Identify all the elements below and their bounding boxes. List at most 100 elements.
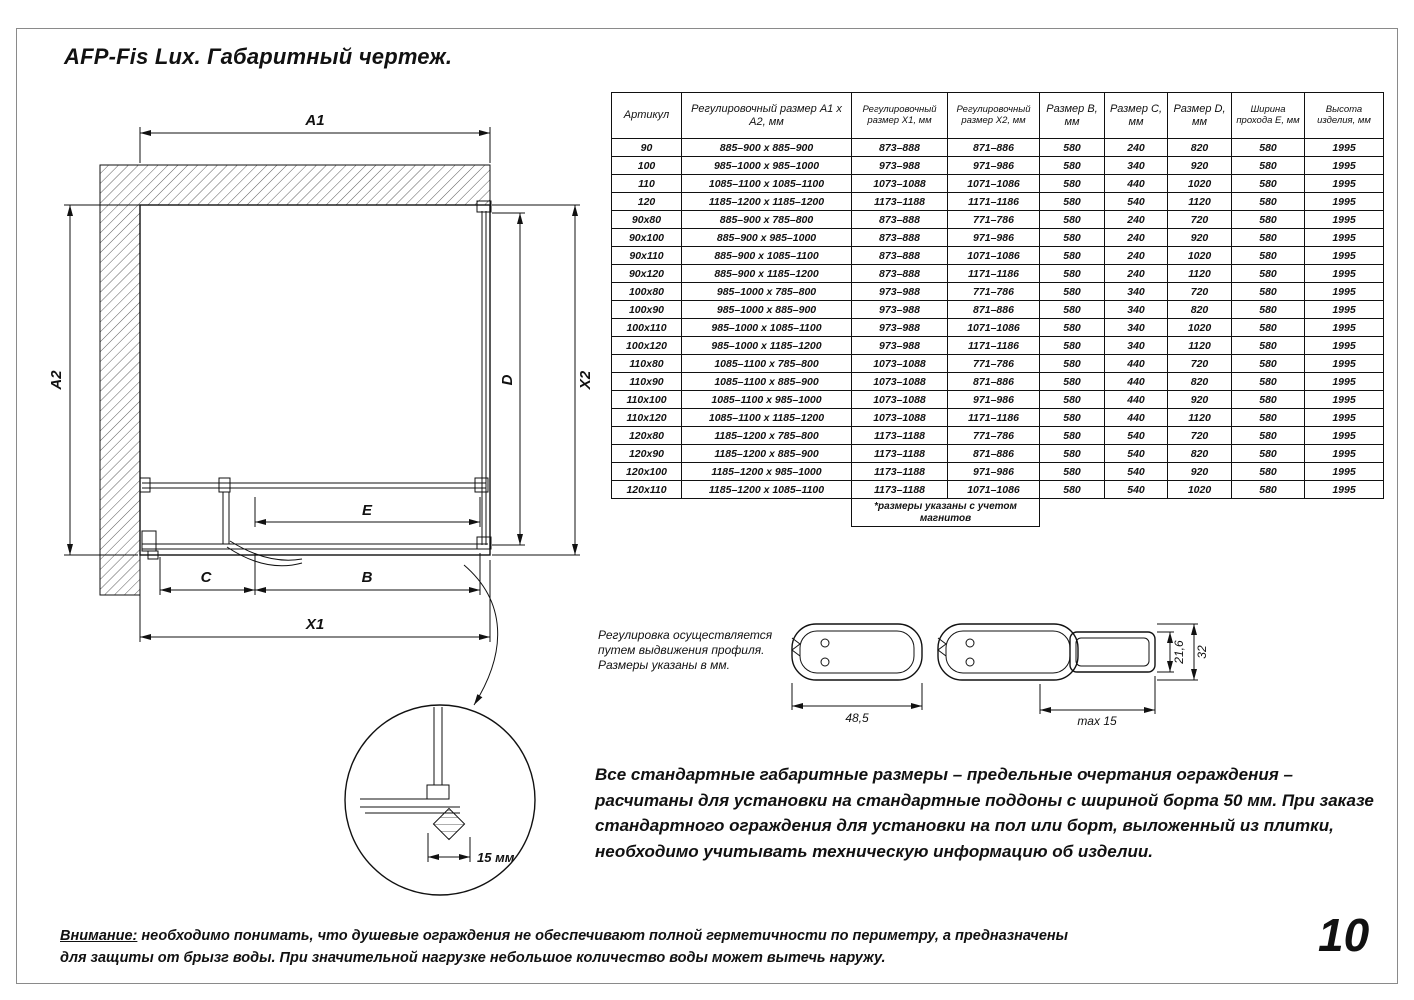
svg-text:21,6: 21,6: [1172, 640, 1186, 665]
table-cell: 580: [1039, 282, 1105, 301]
table-cell: 1995: [1304, 246, 1384, 265]
table-cell: 820: [1167, 444, 1232, 463]
table-cell: 885–900 x 785–800: [681, 210, 852, 229]
table-cell: 540: [1104, 426, 1168, 445]
table-cell: 580: [1231, 462, 1305, 481]
table-cell: 580: [1231, 408, 1305, 427]
table-cell: 1173–1188: [851, 462, 948, 481]
table-cell: 871–886: [947, 138, 1040, 157]
table-cell: 580: [1039, 300, 1105, 319]
table-cell: 580: [1039, 336, 1105, 355]
svg-text:X2: X2: [577, 370, 594, 390]
svg-text:32: 32: [1195, 645, 1209, 659]
table-cell: 1071–1086: [947, 246, 1040, 265]
table-cell: 1995: [1304, 210, 1384, 229]
table-cell: 340: [1104, 300, 1168, 319]
svg-text:C: C: [201, 569, 213, 586]
table-cell: 1995: [1304, 174, 1384, 193]
table-cell: 720: [1167, 426, 1232, 445]
adjustment-note-line: Размеры указаны в мм.: [598, 658, 730, 672]
table-cell: 873–888: [851, 210, 948, 229]
table-cell: 871–886: [947, 300, 1040, 319]
table-cell: 440: [1104, 372, 1168, 391]
table-cell: 340: [1104, 318, 1168, 337]
table-cell: 1995: [1304, 372, 1384, 391]
table-cell: 720: [1167, 354, 1232, 373]
table-cell: 580: [1039, 354, 1105, 373]
table-cell: 1020: [1167, 480, 1232, 499]
table-cell: 1995: [1304, 426, 1384, 445]
svg-text:D: D: [499, 374, 516, 385]
table-cell: 580: [1231, 228, 1305, 247]
table-cell: 100x110: [611, 318, 682, 337]
dim-a1: A1: [139, 112, 491, 163]
table-cell: 973–988: [851, 318, 948, 337]
installation-paragraph: Все стандартные габаритные размеры – пре…: [595, 765, 1374, 861]
table-cell: 90x120: [611, 264, 682, 283]
table-cell: 973–988: [851, 300, 948, 319]
table-cell: 885–900 x 1185–1200: [681, 264, 852, 283]
column-header: Ширина прохода E, мм: [1231, 92, 1305, 139]
table-cell: 1085–1100 x 1185–1200: [681, 408, 852, 427]
table-cell: 771–786: [947, 210, 1040, 229]
table-cell: 1185–1200 x 885–900: [681, 444, 852, 463]
table-cell: 580: [1039, 174, 1105, 193]
table-cell: 920: [1167, 228, 1232, 247]
table-cell: 1071–1086: [947, 174, 1040, 193]
table-cell: 985–1000 x 785–800: [681, 282, 852, 301]
table-cell: 580: [1231, 264, 1305, 283]
enclosure-outline: [139, 204, 491, 556]
table-cell: 1995: [1304, 318, 1384, 337]
column-header: Регулировочный размер X1, мм: [851, 92, 948, 139]
table-cell: 1020: [1167, 246, 1232, 265]
table-cell: 1995: [1304, 408, 1384, 427]
column-header: Регулировочный размер A1 x A2, мм: [681, 92, 852, 139]
svg-text:A1: A1: [304, 112, 324, 129]
table-cell: 240: [1104, 264, 1168, 283]
table-cell: 240: [1104, 228, 1168, 247]
table-cell: 110x90: [611, 372, 682, 391]
table-cell: 1171–1186: [947, 408, 1040, 427]
table-cell: 885–900 x 985–1000: [681, 228, 852, 247]
table-cell: 440: [1104, 408, 1168, 427]
table-cell: 820: [1167, 372, 1232, 391]
table-footnote-row: *размеры указаны с учетом магнитов: [612, 498, 1384, 527]
table-cell: 120x80: [611, 426, 682, 445]
table-cell: 340: [1104, 156, 1168, 175]
dim-x1: X1: [139, 560, 491, 642]
table-cell: 580: [1231, 174, 1305, 193]
table-cell: 885–900 x 1085–1100: [681, 246, 852, 265]
table-cell: 971–986: [947, 228, 1040, 247]
table-cell: 920: [1167, 462, 1232, 481]
table-cell: 120x110: [611, 480, 682, 499]
page-number: 10: [1318, 909, 1370, 961]
table-cell: 580: [1039, 480, 1105, 499]
svg-text:max 15: max 15: [1077, 714, 1117, 728]
table-cell: 110x80: [611, 354, 682, 373]
table-cell: 340: [1104, 336, 1168, 355]
table-cell: 580: [1039, 462, 1105, 481]
table-cell: 873–888: [851, 264, 948, 283]
table-cell: 580: [1231, 372, 1305, 391]
warning-label: Внимание:: [60, 928, 138, 944]
table-cell: 1071–1086: [947, 318, 1040, 337]
table-cell: 885–900 x 885–900: [681, 138, 852, 157]
table-cell: 110: [611, 174, 682, 193]
table-cell: 120: [611, 192, 682, 211]
profile-section-closed: [791, 623, 923, 681]
table-cell: 540: [1104, 444, 1168, 463]
table-cell: 1085–1100 x 785–800: [681, 354, 852, 373]
adjustment-note-line: путем выдвижения профиля.: [598, 643, 765, 657]
dim-48-5: 48,5: [791, 683, 923, 725]
table-cell: 580: [1231, 192, 1305, 211]
table-cell: 580: [1039, 372, 1105, 391]
